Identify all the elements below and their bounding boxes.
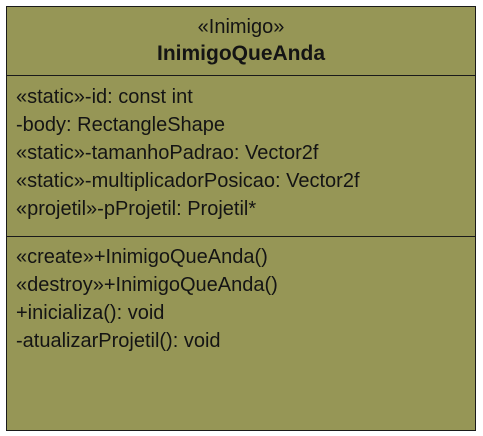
uml-class-box[interactable]: «Inimigo» InimigoQueAnda «static»-id: co… — [6, 6, 476, 431]
attribute-tamanho-padrao: «static»-tamanhoPadrao: Vector2f — [16, 142, 319, 164]
operation-inicializa: +inicializa(): void — [16, 302, 165, 324]
attribute-body: -body: RectangleShape — [16, 114, 226, 136]
attributes-compartment: «static»-id: const int -body: RectangleS… — [7, 76, 475, 237]
class-name: InimigoQueAnda — [157, 42, 325, 65]
operations-compartment: «create»+InimigoQueAnda() «destroy»+Inim… — [7, 237, 475, 430]
operation-constructor: «create»+InimigoQueAnda() — [16, 246, 268, 268]
attribute-id: «static»-id: const int — [16, 86, 193, 108]
operation-destructor: «destroy»+InimigoQueAnda() — [16, 274, 278, 296]
class-stereotype: «Inimigo» — [197, 16, 285, 38]
attribute-multiplicador-posicao: «static»-multiplicadorPosicao: Vector2f — [16, 170, 360, 192]
operation-atualizar-projetil: -atualizarProjetil(): void — [16, 330, 221, 352]
attribute-p-projetil: «projetil»-pProjetil: Projetil* — [16, 198, 257, 220]
class-header: «Inimigo» InimigoQueAnda — [7, 7, 475, 76]
